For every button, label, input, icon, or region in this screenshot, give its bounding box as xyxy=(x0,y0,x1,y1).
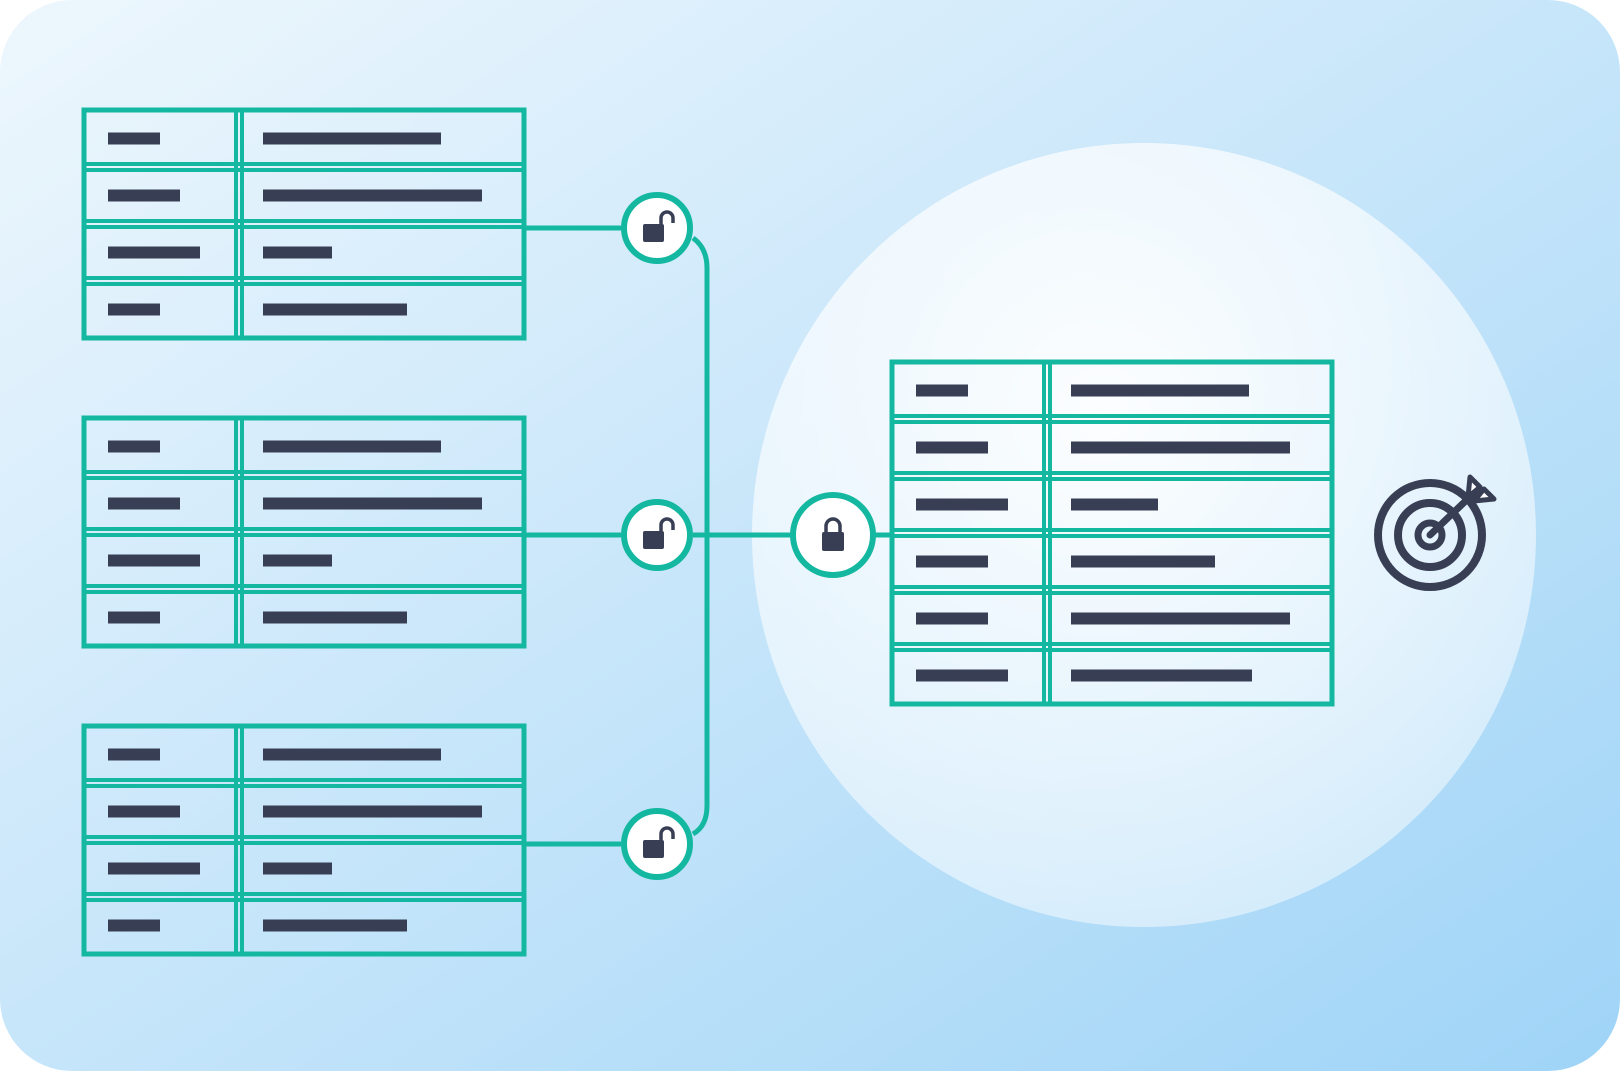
arrow-fletching xyxy=(1465,474,1497,504)
merged-table-cell-placeholder xyxy=(916,441,988,454)
source-lock-3-unlocked-padlock-icon xyxy=(621,808,693,880)
source-table-2-cell-placeholder xyxy=(108,611,160,624)
merged-table-cell-placeholder xyxy=(916,669,1008,682)
target-middle-ring xyxy=(1394,499,1466,571)
source-table-1-cell-placeholder xyxy=(108,189,180,202)
source-table-3-cell-placeholder xyxy=(108,862,200,875)
source-lock-1-unlocked-padlock-icon xyxy=(621,192,693,264)
merged-table-cell-placeholder xyxy=(916,612,988,625)
target-inner-ring xyxy=(1414,519,1446,551)
source-table-3-cell-placeholder xyxy=(108,805,180,818)
source-table-1-frame xyxy=(81,107,527,341)
source-table-3-cell-placeholder xyxy=(108,748,160,761)
source-table-3-frame xyxy=(81,723,527,957)
source-table-1-cell-placeholder xyxy=(263,189,482,202)
source-lock-2-unlocked-padlock-icon-body xyxy=(643,531,664,549)
source-table-1-cell-placeholder xyxy=(108,246,200,259)
merged-table-cell-placeholder xyxy=(916,384,968,397)
locks-layer xyxy=(621,192,876,880)
source-table-2-cell-placeholder xyxy=(108,497,180,510)
source-lock-3-unlocked-padlock-icon-body xyxy=(643,840,664,858)
source-table-2-cell-placeholder xyxy=(263,611,407,624)
source-table-2-cell-placeholder xyxy=(263,440,441,453)
merge-locked-padlock-icon-body xyxy=(822,532,844,551)
merge-locked-padlock-icon xyxy=(790,492,876,578)
merged-table-cell-placeholder xyxy=(1071,498,1158,511)
source-table-2-cell-placeholder xyxy=(108,440,160,453)
source-table-1-cell-placeholder xyxy=(263,246,332,259)
source-table-1-cell-placeholder xyxy=(263,132,441,145)
merged-table-cell-placeholder xyxy=(1071,612,1290,625)
connector-lines xyxy=(524,225,892,847)
source-table-1-cell-placeholder xyxy=(108,303,160,316)
merged-table-cell-placeholder xyxy=(916,555,988,568)
source-lock-1-unlocked-padlock-icon-body xyxy=(643,224,664,242)
source-table-3-cell-placeholder xyxy=(263,805,482,818)
source-table-3-cell-placeholder xyxy=(108,919,160,932)
merged-table-frame xyxy=(889,359,1335,707)
merged-table-cell-placeholder xyxy=(1071,555,1215,568)
source-table-3-cell-placeholder xyxy=(263,919,407,932)
tables-layer xyxy=(81,107,1335,957)
merge-locked-padlock-icon-shackle xyxy=(824,517,842,533)
source-table-2 xyxy=(81,415,527,649)
source-lock-3-unlocked-padlock-icon-shackle xyxy=(659,826,675,840)
source-table-3-cell-placeholder xyxy=(263,862,332,875)
source-lock-2-unlocked-padlock-icon xyxy=(621,499,693,571)
source-table-1 xyxy=(81,107,527,341)
source-table-2-cell-placeholder xyxy=(263,554,332,567)
source-table-2-cell-placeholder xyxy=(108,554,200,567)
source-table-2-cell-placeholder xyxy=(263,497,482,510)
merged-table xyxy=(889,359,1335,707)
target-outer-ring xyxy=(1374,479,1486,591)
merged-table-cell-placeholder xyxy=(1071,384,1249,397)
merged-table-cell-placeholder xyxy=(1071,441,1290,454)
source-lock-1-unlocked-padlock-icon-shackle xyxy=(659,210,675,224)
source-table-3 xyxy=(81,723,527,957)
merged-table-cell-placeholder xyxy=(916,498,1008,511)
merged-table-cell-placeholder xyxy=(1071,669,1252,682)
source-table-2-frame xyxy=(81,415,527,649)
target-icon xyxy=(1374,474,1497,591)
source-table-3-cell-placeholder xyxy=(263,748,441,761)
source-table-1-cell-placeholder xyxy=(263,303,407,316)
source-table-1-cell-placeholder xyxy=(108,132,160,145)
source-lock-2-unlocked-padlock-icon-shackle xyxy=(659,517,675,531)
